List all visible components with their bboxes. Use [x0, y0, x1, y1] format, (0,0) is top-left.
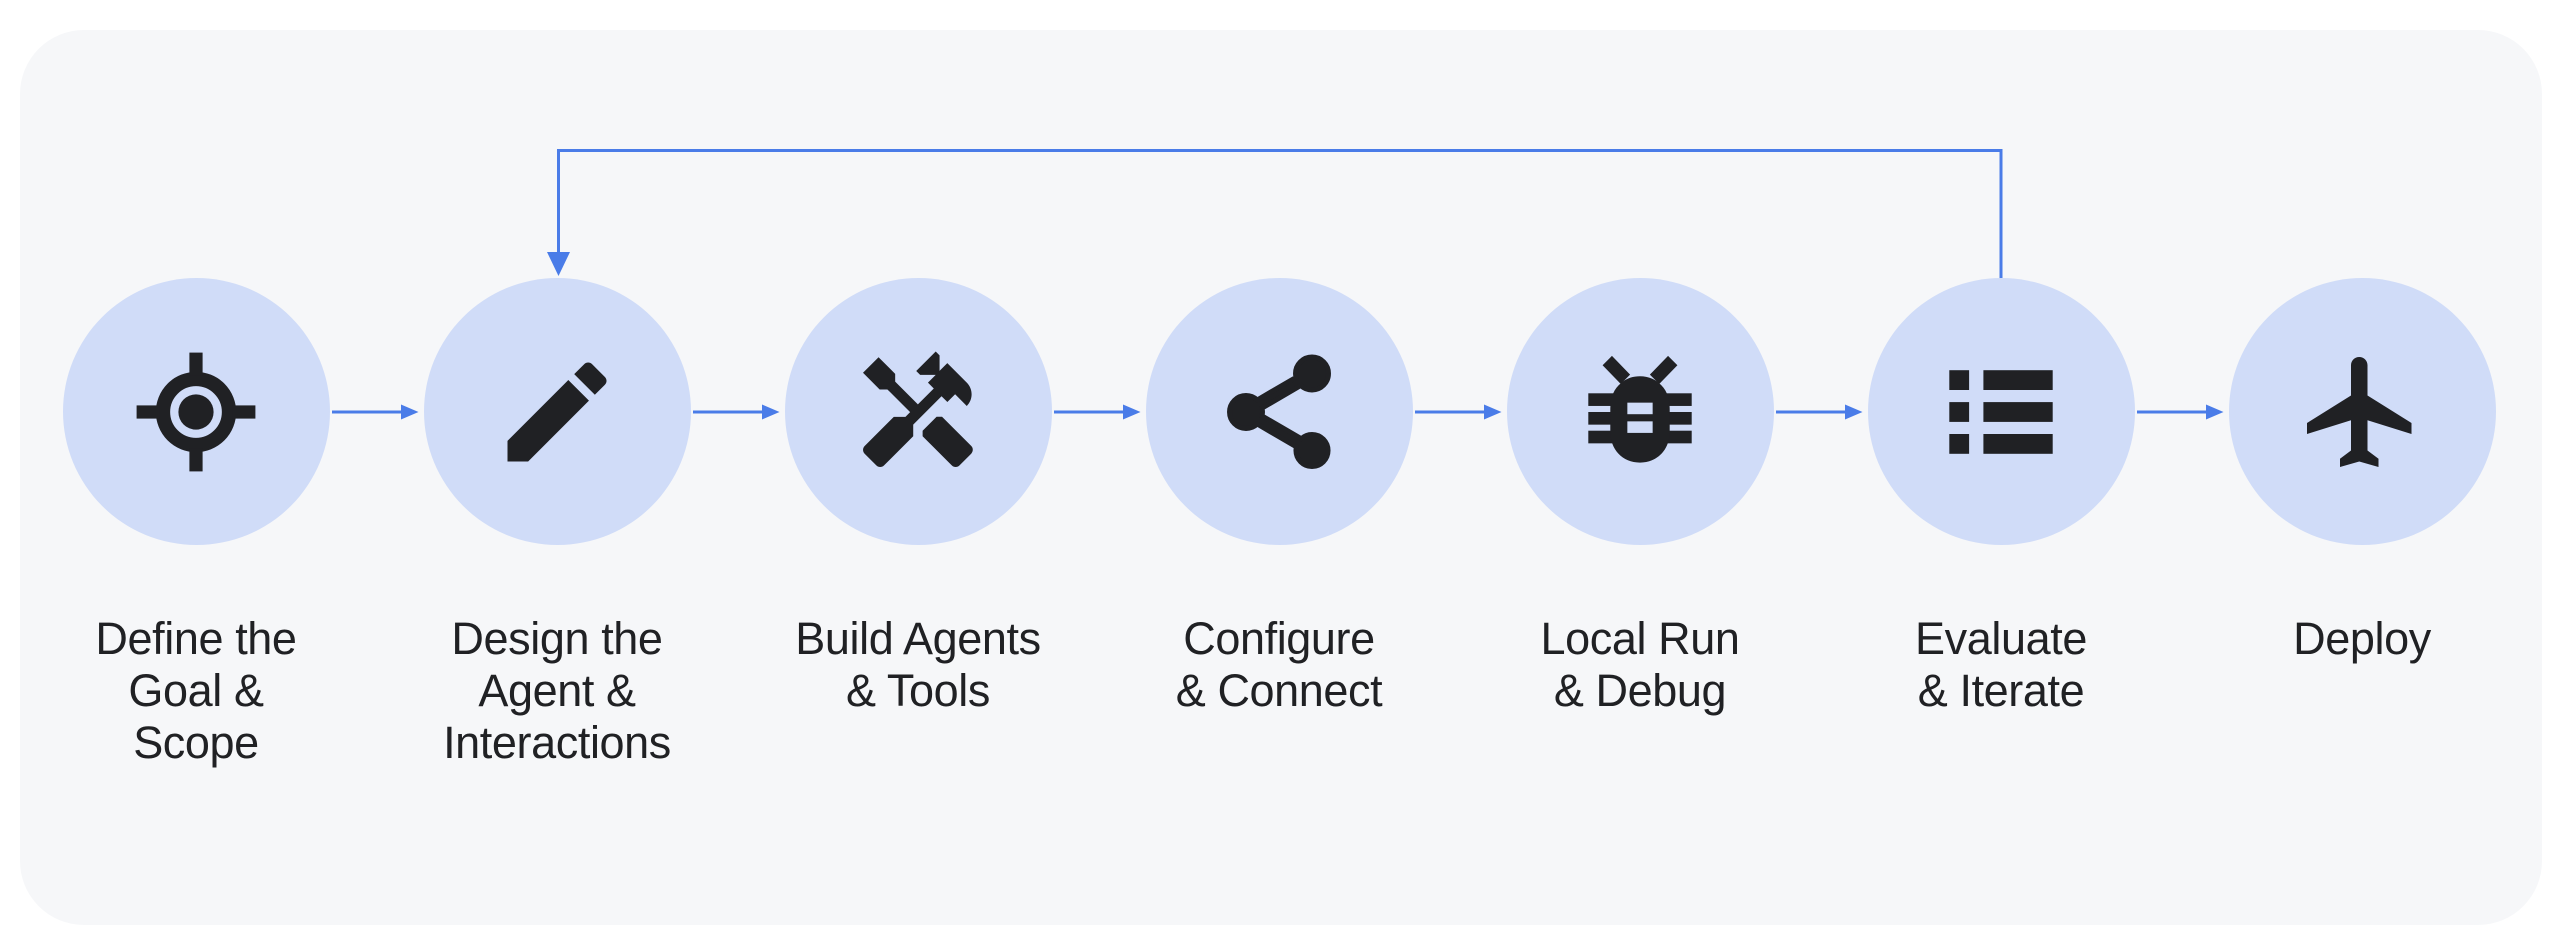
step-circle [62, 278, 330, 545]
workflow-step-configure-connect: Configure & Connect [1099, 278, 1459, 717]
connector-arrow [693, 404, 780, 420]
step-circle [2228, 278, 2496, 545]
connector-arrow [1415, 404, 1502, 420]
workflow-step-evaluate-iterate: Evaluate & Iterate [1821, 278, 2181, 717]
share-icon [1213, 346, 1345, 478]
connector-arrow [332, 404, 419, 420]
step-label: Configure & Connect [1175, 613, 1383, 716]
plane-icon [2296, 346, 2428, 478]
feedback-loop-arrow [547, 149, 2003, 279]
step-label: Define the Goal & Scope [95, 613, 297, 768]
step-label: Local Run & Debug [1540, 613, 1740, 716]
connector-arrow [2137, 404, 2224, 420]
step-label: Deploy [2293, 613, 2431, 664]
step-label: Design the Agent & Interactions [443, 613, 671, 768]
workflow-step-build-agents: Build Agents & Tools [738, 278, 1098, 717]
workflow-step-define-goal: Define the Goal & Scope [16, 278, 376, 769]
connector-arrow [1776, 404, 1863, 420]
step-circle [784, 278, 1052, 545]
step-label: Evaluate & Iterate [1915, 613, 2087, 716]
pencil-icon [491, 346, 623, 478]
list-icon [1935, 346, 2067, 478]
step-circle [1145, 278, 1413, 545]
workflow-step-local-run-debug: Local Run & Debug [1460, 278, 1820, 717]
workflow-step-design-agent: Design the Agent & Interactions [377, 278, 737, 769]
tools-icon [852, 346, 984, 478]
bug-icon [1574, 346, 1706, 478]
target-icon [130, 346, 262, 478]
connector-arrow [1054, 404, 1141, 420]
workflow-step-deploy: Deploy [2182, 278, 2542, 665]
step-circle [1867, 278, 2135, 545]
step-label: Build Agents & Tools [795, 613, 1041, 716]
step-circle [423, 278, 691, 545]
step-circle [1506, 278, 1774, 545]
